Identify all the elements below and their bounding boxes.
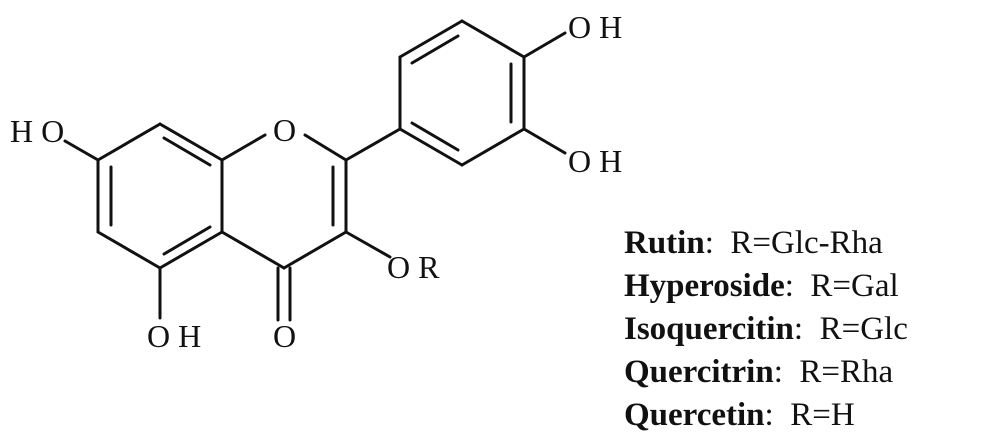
compound-name: Hyperoside	[624, 268, 785, 304]
substituent-value: R=Glc-Rha	[730, 225, 883, 261]
substituent-value: R=H	[790, 397, 855, 433]
bond-c4-c4a	[220, 230, 286, 270]
bond-c2-c1p	[344, 127, 402, 162]
atom-label-4p-hydroxyl: O H	[568, 9, 622, 45]
double-bond-c4a-c5	[162, 225, 212, 256]
bond-c6p-c1p	[398, 127, 464, 167]
bond-c8-c8a	[158, 122, 224, 162]
bond-c3-or	[344, 230, 392, 259]
double-bond-c6p-c1p	[410, 121, 460, 152]
ring-a	[96, 122, 224, 270]
atom-label-3-or: O R	[387, 249, 440, 285]
atom-label-ring-oxygen: O	[273, 112, 296, 148]
legend-row-quercitrin: Quercitrin: R=Rha	[624, 354, 894, 390]
substituent-value: R=Rha	[799, 354, 894, 390]
legend-row-rutin: Rutin: R=Glc-Rha	[624, 225, 883, 261]
legend-row-isoquercitin: Isoquercitin: R=Glc	[624, 311, 908, 347]
bond-c3p-c4p	[460, 19, 526, 59]
atom-label-7-hydroxyl: H O	[10, 113, 64, 149]
bond-c5-c6	[96, 230, 162, 270]
bond-c2p-c3p	[398, 19, 464, 59]
legend-row-hyperoside: Hyperoside: R=Gal	[624, 268, 899, 304]
bond-c3-c4	[282, 230, 348, 270]
atom-label-carbonyl-oxygen: O	[273, 318, 296, 354]
compound-name: Rutin	[624, 225, 705, 261]
bond-c7-c8	[96, 122, 162, 162]
legend-row-quercetin: Quercetin: R=H	[624, 397, 855, 433]
substituent-value: R=Gal	[810, 268, 899, 304]
bond-c7-oh	[63, 139, 100, 162]
bond-o1-c2	[303, 133, 348, 162]
compound-name: Quercitrin	[624, 354, 774, 390]
bond-c3p-oh	[522, 127, 567, 155]
bond-c8a-o1	[220, 133, 267, 162]
compound-name: Quercetin	[624, 397, 765, 433]
bond-c4p-oh	[522, 31, 567, 59]
bond-c5p-c6p	[460, 127, 526, 167]
double-bond-c2p-c3p	[410, 34, 460, 65]
substituent-legend: Rutin: R=Glc-Rha Hyperoside: R=Gal Isoqu…	[624, 222, 908, 437]
ring-b	[398, 19, 526, 167]
ring-c	[220, 133, 348, 322]
atom-label-3p-hydroxyl: O H	[568, 143, 622, 179]
atom-label-5-hydroxyl: O H	[147, 318, 201, 354]
bond-c4a-c5	[158, 230, 224, 270]
double-bond-c8-c8a	[162, 136, 212, 167]
substituent-value: R=Glc	[819, 311, 908, 347]
compound-name: Isoquercitin	[624, 311, 794, 347]
